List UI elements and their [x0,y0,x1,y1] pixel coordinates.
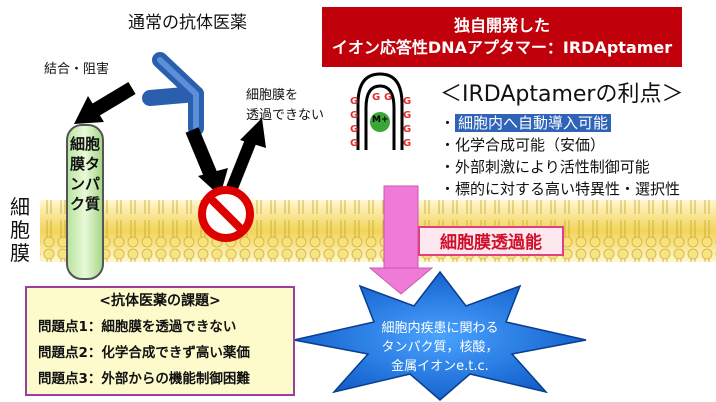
antibody-icon [142,52,204,136]
issue-item: 問題点1：細胞膜を透過できない [38,319,237,335]
advantage-item: ・外部刺激により活性制御可能 [440,158,650,176]
svg-text:G: G [372,92,380,103]
target-line-3: 金属イオンe.t.c. [391,359,489,374]
svg-text:G: G [384,92,392,103]
title-box: 独自開発した イオン応答性DNAアプタマー：IRDAptamer [322,7,682,67]
target-starburst [293,270,587,401]
issue-item: 問題点2：化学合成できず高い薬価 [38,345,250,361]
issues-list: 問題点1：細胞膜を透過できない 問題点2：化学合成できず高い薬価 問題点3：外部… [38,314,250,392]
target-line-1: 細胞内疾患に関わる [381,321,499,336]
no-entry-icon [198,186,254,242]
advantage-item: ・標的に対する高い特異性・選択性 [440,180,681,198]
no-permeation-label: 細胞膜を 透過できない [246,86,324,126]
no-permeation-line-1: 細胞膜を [246,88,299,103]
issue-item: 問題点3：外部からの機能制御困難 [38,371,250,387]
bounce-arrow-icon [226,118,266,191]
advantages-list: ・細胞内へ自動導入可能 ・化学合成可能（安価） ・外部刺激により活性制御可能 ・… [440,112,680,200]
svg-text:G: G [350,96,358,107]
svg-text:G: G [350,138,358,149]
down-arrow-icon [185,127,228,196]
svg-text:G: G [403,124,411,135]
antibody-label: 通常の抗体医薬 [128,13,247,33]
advantages-title: ＜IRDAptamerの利点＞ [440,82,684,107]
permeation-arrow-icon [368,185,434,295]
lipid-bilayer [40,200,716,262]
title-line-1: 独自開発した [453,16,550,35]
membrane-protein-label: 細胞膜タンパク質 [69,135,100,213]
target-line-2: タンパク質，核酸， [381,340,499,355]
svg-text:G: G [350,110,358,121]
svg-text:G: G [403,96,411,107]
no-permeation-line-2: 透過できない [246,108,325,123]
advantage-item: ・化学合成可能（安価） [440,136,606,154]
svg-text:G: G [403,110,411,121]
svg-text:G: G [350,124,358,135]
advantage-item: ・細胞内へ自動導入可能 [440,112,680,134]
advantage-highlight: 細胞内へ自動導入可能 [455,114,612,132]
metal-ion-label: M+ [372,115,389,125]
svg-text:G: G [403,138,411,149]
issues-box [25,286,295,396]
title-line-2: イオン応答性DNAアプタマー：IRDAptamer [331,38,673,57]
target-label: 細胞内疾患に関わる タンパク質，核酸， 金属イオンe.t.c. [325,319,555,376]
bind-inhibit-label: 結合・阻害 [44,62,110,77]
membrane-protein [66,124,104,280]
permeability-box: 細胞膜透過能 [418,226,564,256]
cell-membrane-label: 細胞膜 [10,195,30,265]
bind-arrow-icon [74,81,136,124]
issues-title: <抗体医薬の課題> [99,293,221,309]
